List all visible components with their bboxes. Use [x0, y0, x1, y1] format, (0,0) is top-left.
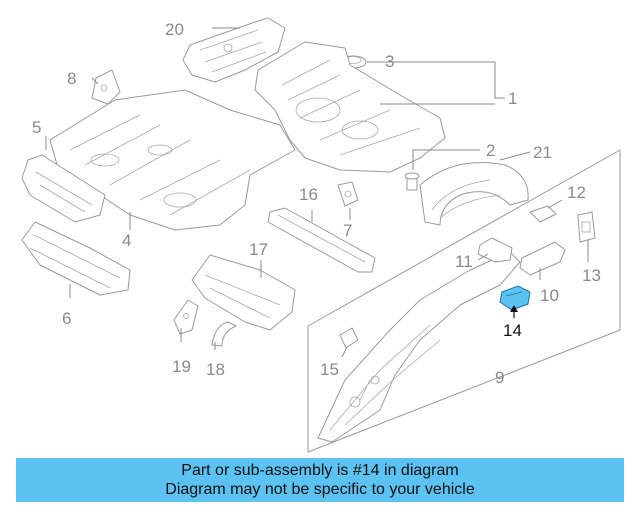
callout-17: 17 [249, 240, 268, 259]
callout-2: 2 [486, 141, 495, 160]
part-16-drawing [267, 207, 376, 273]
part-17-drawing [191, 254, 296, 331]
callout-8: 8 [67, 69, 76, 88]
info-banner: Part or sub-assembly is #14 in diagram D… [16, 458, 624, 502]
callout-21: 21 [533, 143, 552, 162]
part-13-drawing [577, 211, 596, 243]
callout-4: 4 [122, 231, 131, 250]
callout-19: 19 [172, 357, 191, 376]
callout-1: 1 [508, 89, 517, 108]
part-10-drawing [519, 241, 566, 276]
leader-lines [45, 27, 589, 358]
part-11-drawing [477, 237, 513, 263]
part-9-drawing [307, 149, 621, 453]
part-12-drawing [529, 205, 557, 223]
callout-13: 13 [582, 266, 601, 285]
callout-7: 7 [343, 221, 352, 240]
part-14-drawing[interactable] [499, 285, 531, 311]
part-7-drawing [337, 181, 359, 207]
callout-14[interactable]: 14 [503, 321, 522, 340]
callout-16: 16 [299, 185, 318, 204]
callout-11: 11 [455, 252, 473, 271]
part-5-drawing [21, 154, 106, 223]
parts-diagram: 20 8 3 1 2 21 5 4 6 16 7 17 19 18 15 9 1… [21, 17, 621, 453]
part-6-drawing [21, 221, 131, 296]
callout-9: 9 [495, 368, 504, 387]
part-15-drawing [339, 327, 359, 349]
banner-line-1: Part or sub-assembly is #14 in diagram [181, 462, 459, 479]
part-21-drawing [419, 162, 529, 226]
part-4-drawing [49, 89, 296, 231]
callout-20: 20 [165, 20, 184, 39]
callout-12: 12 [567, 183, 586, 202]
part-2-drawing [404, 172, 420, 191]
part-1-drawing [254, 41, 446, 173]
callout-5: 5 [32, 118, 41, 137]
callout-3: 3 [385, 52, 394, 71]
callout-6: 6 [62, 309, 71, 328]
part-18-drawing [211, 321, 237, 347]
banner-line-2: Diagram may not be specific to your vehi… [165, 481, 475, 498]
callout-18: 18 [206, 360, 225, 379]
callouts: 20 8 3 1 2 21 5 4 6 16 7 17 19 18 15 9 1… [32, 20, 601, 387]
callout-15: 15 [320, 360, 339, 379]
part-8-drawing [91, 69, 121, 105]
callout-10: 10 [540, 286, 559, 305]
part-20-drawing [182, 17, 286, 83]
part-19-drawing [173, 299, 199, 335]
